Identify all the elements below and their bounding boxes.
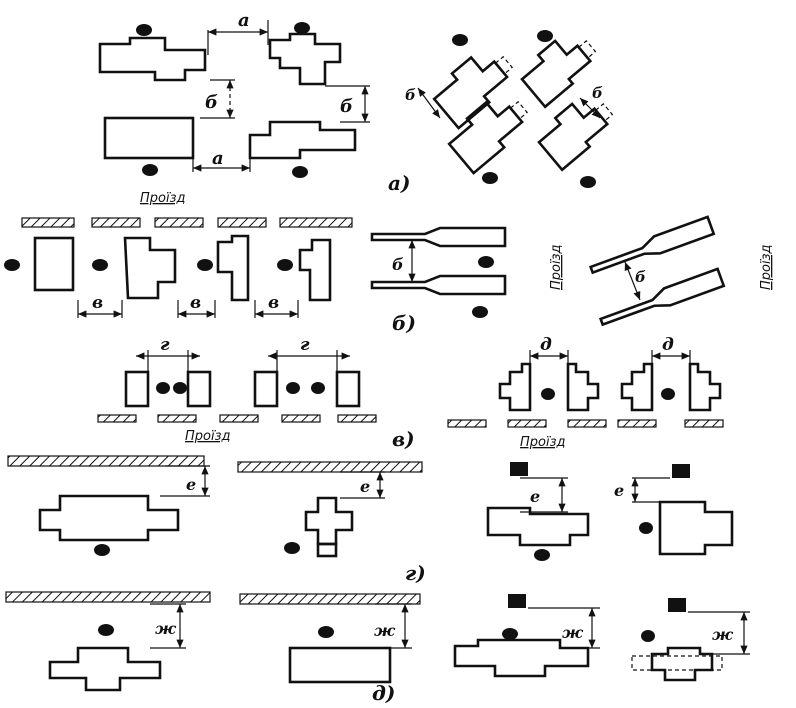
- panel-label-d: д): [372, 681, 395, 705]
- machine-outline: [103, 116, 195, 160]
- dim-label-e: е: [614, 481, 624, 500]
- panel-v: г г д д Проїзд: [97, 335, 724, 451]
- road-label: Проїзд: [549, 244, 564, 290]
- dim-label-b: б: [592, 84, 603, 102]
- operator-marker: [294, 22, 310, 34]
- dim-label-a: а: [212, 148, 224, 169]
- operator-marker: [142, 164, 158, 176]
- dim-label-zh: ж: [374, 621, 396, 640]
- road-label: Проїзд: [185, 429, 231, 444]
- panel-label-v: в): [392, 427, 415, 451]
- dim-label-b: б: [392, 255, 404, 274]
- dim-label-a: а: [238, 10, 250, 31]
- dim-label-g: г: [300, 335, 310, 355]
- panel-d: ж ж ж ж д): [5, 591, 750, 705]
- wall: [237, 461, 423, 473]
- road-label: Проїзд: [759, 244, 774, 290]
- machine-outline: [248, 120, 357, 160]
- road-label: Проїзд: [520, 435, 566, 450]
- road-label: Проїзд: [140, 191, 186, 206]
- dim-label-e: е: [530, 487, 540, 506]
- wall: [7, 455, 205, 467]
- panel-label-g: г): [405, 561, 426, 585]
- wall: [5, 591, 211, 603]
- dim-label-zh: ж: [712, 625, 734, 644]
- dim-label-g: г: [160, 335, 170, 355]
- rotated-machine-group: [432, 55, 514, 130]
- dim-label-zh: ж: [562, 623, 584, 642]
- panel-g: е е е е г): [7, 455, 734, 585]
- dim-label-e: е: [360, 477, 370, 496]
- dim-label-e: е: [186, 475, 196, 494]
- panel-label-b: б): [392, 311, 416, 335]
- dim-label-b: б: [340, 96, 353, 117]
- operator-marker: [136, 24, 152, 36]
- panel-label-a: а): [388, 171, 410, 195]
- dim-label-b: б: [205, 92, 218, 113]
- dim-label-b: б: [405, 86, 416, 104]
- dim-label-v: в: [268, 293, 279, 313]
- panel-b: Проїзд в в в б Проїзд: [4, 191, 774, 335]
- machine-outline: [98, 36, 207, 82]
- machine-outline: [268, 32, 342, 86]
- panel-a: а б б а: [98, 10, 614, 195]
- dim-label-zh: ж: [155, 619, 177, 638]
- dim-label-b: б: [635, 268, 646, 286]
- wall: [239, 593, 421, 605]
- dim-label-d: д: [662, 335, 674, 355]
- dim-label-v: в: [190, 293, 201, 313]
- operator-marker: [292, 166, 308, 178]
- dim-label-d: д: [540, 335, 552, 355]
- dim-label-v: в: [92, 293, 103, 313]
